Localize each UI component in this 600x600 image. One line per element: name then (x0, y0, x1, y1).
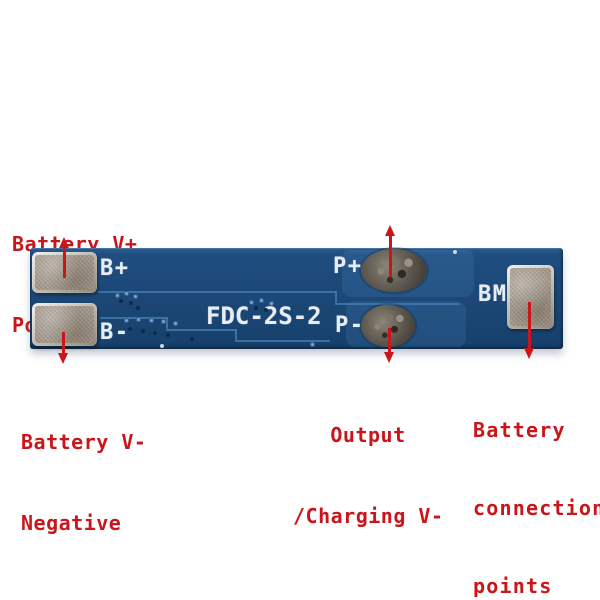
silkscreen-p-plus-label: P+ (333, 254, 363, 279)
battery-connection-label-line1: Battery (473, 418, 566, 442)
arrow-up-icon (384, 225, 396, 277)
pcb-trace (235, 329, 237, 340)
pad-bm-surface (510, 268, 551, 326)
pcb-trace (98, 291, 337, 293)
silkscreen-model-label: FDC-2S-2 (206, 302, 322, 330)
silkscreen-b-minus-label: B- (100, 320, 130, 345)
silkscreen-bm-label: BM (478, 282, 508, 307)
pcb-trace (166, 317, 168, 329)
pad-bm (507, 265, 554, 329)
battery-negative-label-line1: Battery V- (21, 430, 147, 454)
pcb-trace (335, 303, 460, 305)
arrow-up-icon (58, 237, 70, 278)
pcb-trace (166, 329, 237, 331)
arrow-down-icon (383, 328, 395, 363)
output-charging-negative-label: Output /Charging V- (293, 368, 443, 584)
silkscreen-b-plus-label: B+ (100, 256, 130, 281)
pad-b-minus-surface (35, 306, 94, 343)
pad-b-minus (32, 303, 97, 346)
battery-negative-label: Battery V- Negative (21, 375, 146, 591)
battery-negative-label-line2: Negative (21, 511, 122, 535)
output-charging-negative-label-line2: /Charging V- (293, 504, 444, 528)
solder-blob-p-plus (361, 249, 427, 292)
arrow-down-icon (523, 302, 535, 359)
output-charging-negative-label-line1: Output (330, 423, 406, 447)
pcb-trace (235, 340, 330, 342)
pcb-board: B+ B- P+ P- BM FDC-2S-2 (30, 248, 563, 349)
silkscreen-p-minus-label: P- (335, 313, 365, 338)
battery-connection-label-line3: points (473, 574, 553, 598)
pcb-trace (100, 317, 168, 319)
arrow-down-icon (57, 332, 69, 364)
pcb-trace (335, 291, 337, 303)
battery-connection-label: Battery connection points (473, 365, 600, 600)
battery-connection-label-line2: connection (473, 496, 600, 520)
